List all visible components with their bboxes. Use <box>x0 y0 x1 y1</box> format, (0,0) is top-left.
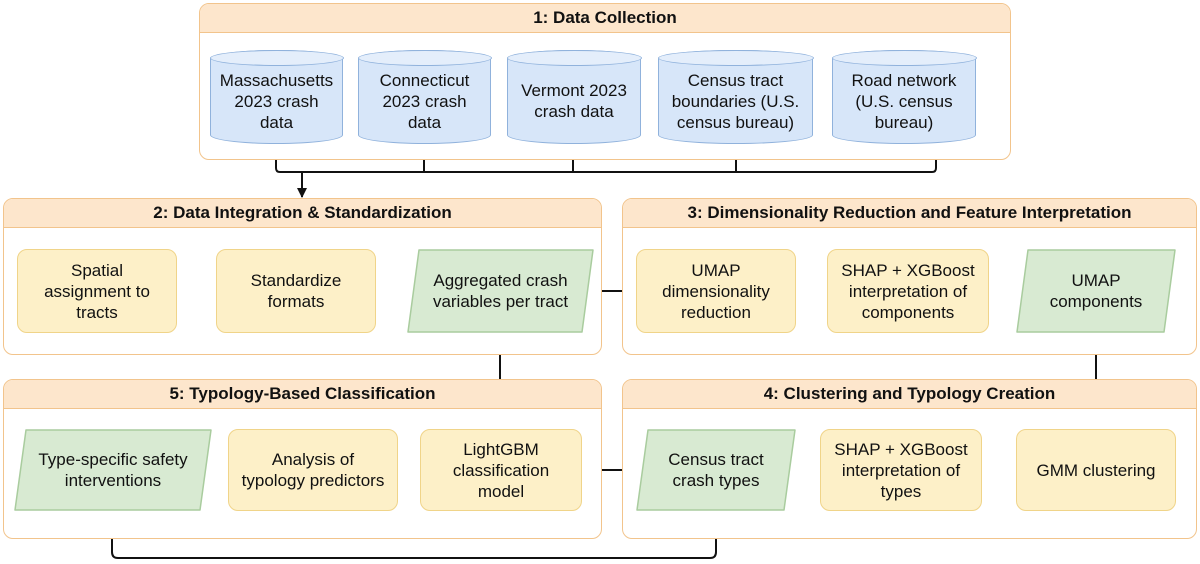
node-umap-components: UMAP components <box>1016 249 1176 333</box>
parallelogram-shape <box>636 429 796 511</box>
stage-title: 5: Typology-Based Classification <box>4 380 601 409</box>
node-safety-interventions: Type-specific safety interventions <box>14 429 212 511</box>
stage-title: 4: Clustering and Typology Creation <box>623 380 1196 409</box>
node-connecticut-data: Connecticut 2023 crash data <box>357 49 492 144</box>
arrow-crash-types-to-interventions <box>107 511 717 559</box>
parallelogram-shape <box>14 429 212 511</box>
node-massachusetts-data: Massachusetts 2023 crash data <box>209 49 344 144</box>
node-road-network: Road network (U.S. census bureau) <box>831 49 977 144</box>
stage-title: 2: Data Integration & Standardization <box>4 199 601 228</box>
node-analysis-predictors: Analysis of typology predictors <box>228 429 398 511</box>
node-shap-types: SHAP + XGBoost interpretation of types <box>820 429 982 511</box>
node-spatial-assignment: Spatial assignment to tracts <box>17 249 177 333</box>
connector-sources-bus <box>275 144 937 173</box>
node-lightgbm-model: LightGBM classification model <box>420 429 582 511</box>
node-crash-types: Census tract crash types <box>636 429 796 511</box>
node-gmm-clustering: GMM clustering <box>1016 429 1176 511</box>
stage-title: 1: Data Collection <box>200 4 1010 33</box>
node-vermont-data: Vermont 2023 crash data <box>506 49 642 144</box>
stage-title: 3: Dimensionality Reduction and Feature … <box>623 199 1196 228</box>
node-aggregated-variables: Aggregated crash variables per tract <box>407 249 594 333</box>
node-census-boundaries: Census tract boundaries (U.S. census bur… <box>657 49 814 144</box>
parallelogram-shape <box>407 249 594 333</box>
parallelogram-shape <box>1016 249 1176 333</box>
node-standardize-formats: Standardize formats <box>216 249 376 333</box>
node-shap-components: SHAP + XGBoost interpretation of compone… <box>827 249 989 333</box>
node-umap-reduction: UMAP dimensionality reduction <box>636 249 796 333</box>
